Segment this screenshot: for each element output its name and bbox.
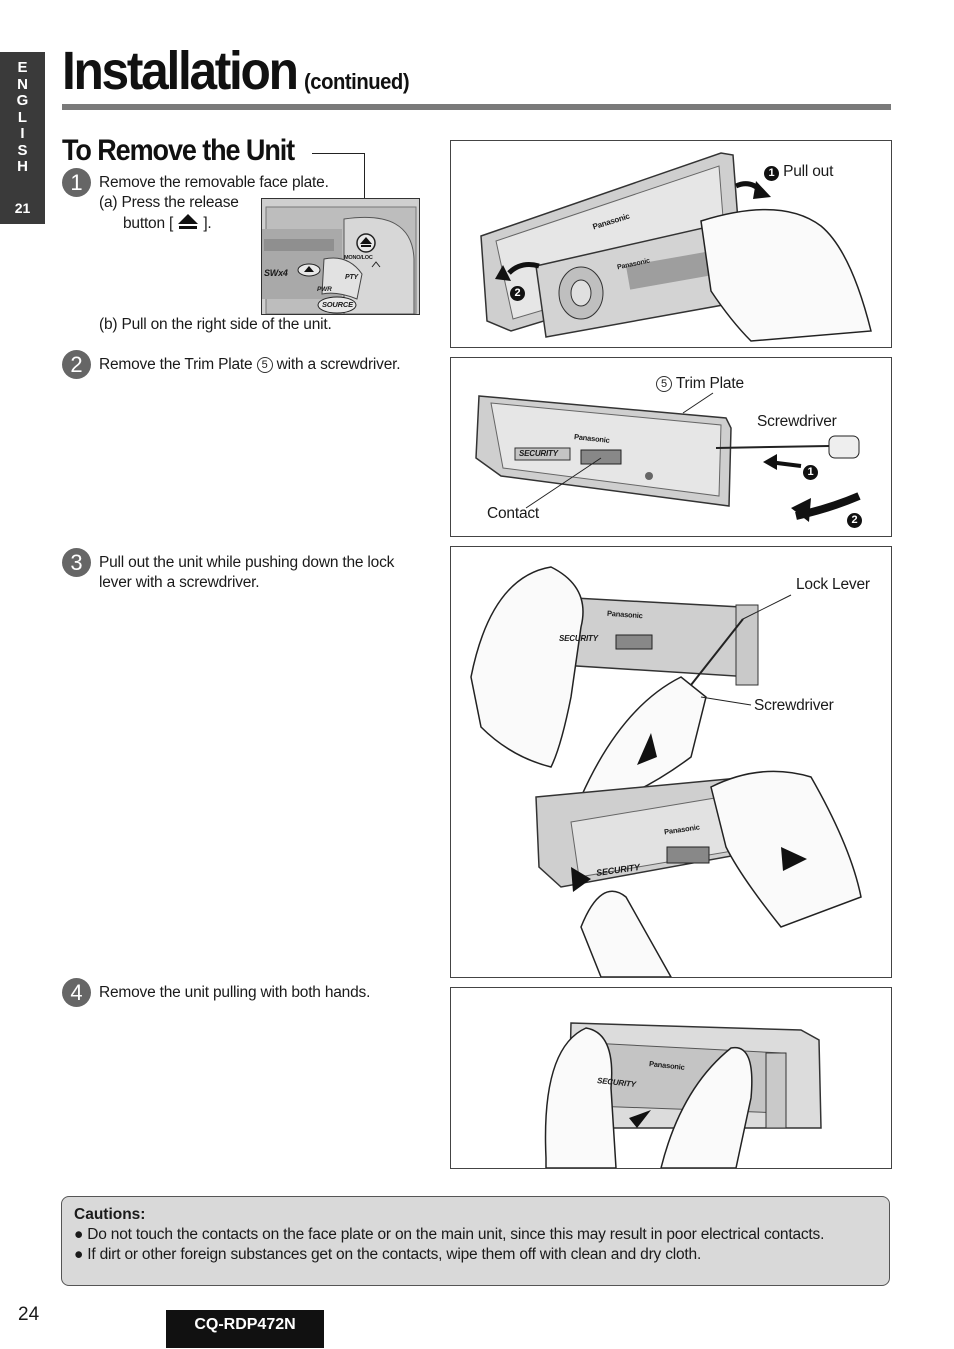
callout-2: 2 [510, 283, 525, 301]
step-1a-button-line: button [ ]. [123, 213, 212, 235]
lang-letter: I [20, 125, 25, 142]
callout-text: Trim Plate [675, 375, 744, 392]
figure-remove-unit: Panasonic SECURITY [450, 987, 892, 1169]
callout-number: 1 [803, 465, 818, 480]
cautions-box: Cautions: ● Do not touch the contacts on… [61, 1196, 890, 1286]
bullet-icon: ● [74, 1226, 84, 1243]
figure-lock-lever: Panasonic SECURITY Panasonic SECURITY Lo… [450, 546, 892, 978]
figure-face-plate-removal: Panasonic Panasonic 1 Pull out 2 [450, 140, 892, 348]
callout-screwdriver: Screwdriver [757, 413, 837, 430]
callout-1: 1 [803, 462, 818, 480]
panel-label-sw: SWx4 [264, 268, 288, 278]
lang-letter: H [17, 158, 28, 175]
step-2-text-before: Remove the Trim Plate [99, 356, 253, 373]
callout-number: 5 [656, 376, 672, 392]
step-1a-button-prefix: button [ [123, 215, 174, 232]
security-label: SECURITY [559, 634, 598, 643]
leader-line [312, 153, 364, 154]
section-number: 21 [14, 200, 31, 216]
step-4-number: 4 [62, 978, 91, 1007]
callout-text: Pull out [783, 163, 834, 180]
callout-2: 2 [847, 510, 862, 528]
figure-trim-plate: Panasonic SECURITY 5 Trim Plate Screwdri… [450, 357, 892, 537]
step-3-number: 3 [62, 548, 91, 577]
release-button-icon [178, 214, 199, 229]
panel-label-pty: PTY [345, 274, 359, 281]
title-rule [62, 104, 891, 110]
section-title: To Remove the Unit [62, 134, 295, 167]
callout-number: 2 [847, 513, 862, 528]
lang-letter: E [17, 59, 28, 76]
callout-number: 2 [510, 286, 525, 301]
panel-label-mono: MONO/LOC [344, 255, 373, 261]
step-4-text: Remove the unit pulling with both hands. [99, 984, 371, 1001]
lang-letter: L [17, 108, 28, 126]
trim-plate-ref: 5 [256, 357, 273, 373]
step-3-line2: lever with a screwdriver. [99, 574, 260, 591]
callout-lock-lever: Lock Lever [796, 576, 870, 593]
page-title-continued: (continued) [303, 69, 410, 94]
callout-pull-out: 1 Pull out [764, 163, 833, 181]
step-3-line1: Pull out the unit while pushing down the… [99, 554, 395, 571]
leader-line [364, 153, 365, 239]
panel-label-source: SOURCE [322, 300, 353, 309]
page-title: Installation(continued) [62, 40, 410, 102]
language-letters: E N G L I S H [0, 52, 45, 176]
cautions-title: Cautions: [74, 1206, 146, 1223]
callout-trim-plate: 5 Trim Plate [656, 375, 744, 393]
step-1b-text: (b) Pull on the right side of the unit. [99, 316, 332, 333]
caution-text: Do not touch the contacts on the face pl… [87, 1226, 825, 1243]
step-2-text-after: with a screwdriver. [276, 356, 401, 373]
lang-letter: S [17, 141, 28, 159]
callout-screwdriver: Screwdriver [754, 697, 834, 714]
step-1a-button-suffix: ]. [203, 215, 212, 232]
lang-letter: N [17, 75, 28, 93]
callout-contact: Contact [487, 505, 540, 522]
page-title-main: Installation [62, 41, 299, 101]
model-number: CQ-RDP472N [166, 1310, 324, 1348]
caution-item: ● If dirt or other foreign substances ge… [74, 1246, 701, 1264]
page-number: 24 [18, 1304, 40, 1325]
step-1-number: 1 [62, 168, 91, 197]
step-2-text: Remove the Trim Plate 5 with a screwdriv… [99, 355, 401, 376]
control-panel-illustration: SWx4 MONO/LOC PTY PWR SOURCE [261, 198, 420, 315]
panel-label-pwr: PWR [317, 286, 332, 293]
callout-number: 1 [764, 166, 779, 181]
bullet-icon: ● [74, 1246, 84, 1263]
security-label: SECURITY [519, 449, 558, 458]
step-2-number: 2 [62, 350, 91, 379]
caution-text: If dirt or other foreign substances get … [87, 1246, 702, 1263]
lang-letter: G [16, 92, 29, 109]
step-1a-text: (a) Press the release [99, 194, 239, 211]
language-tab: E N G L I S H 21 [0, 52, 45, 224]
caution-item: ● Do not touch the contacts on the face … [74, 1226, 824, 1244]
step-1-text: Remove the removable face plate. [99, 174, 329, 191]
